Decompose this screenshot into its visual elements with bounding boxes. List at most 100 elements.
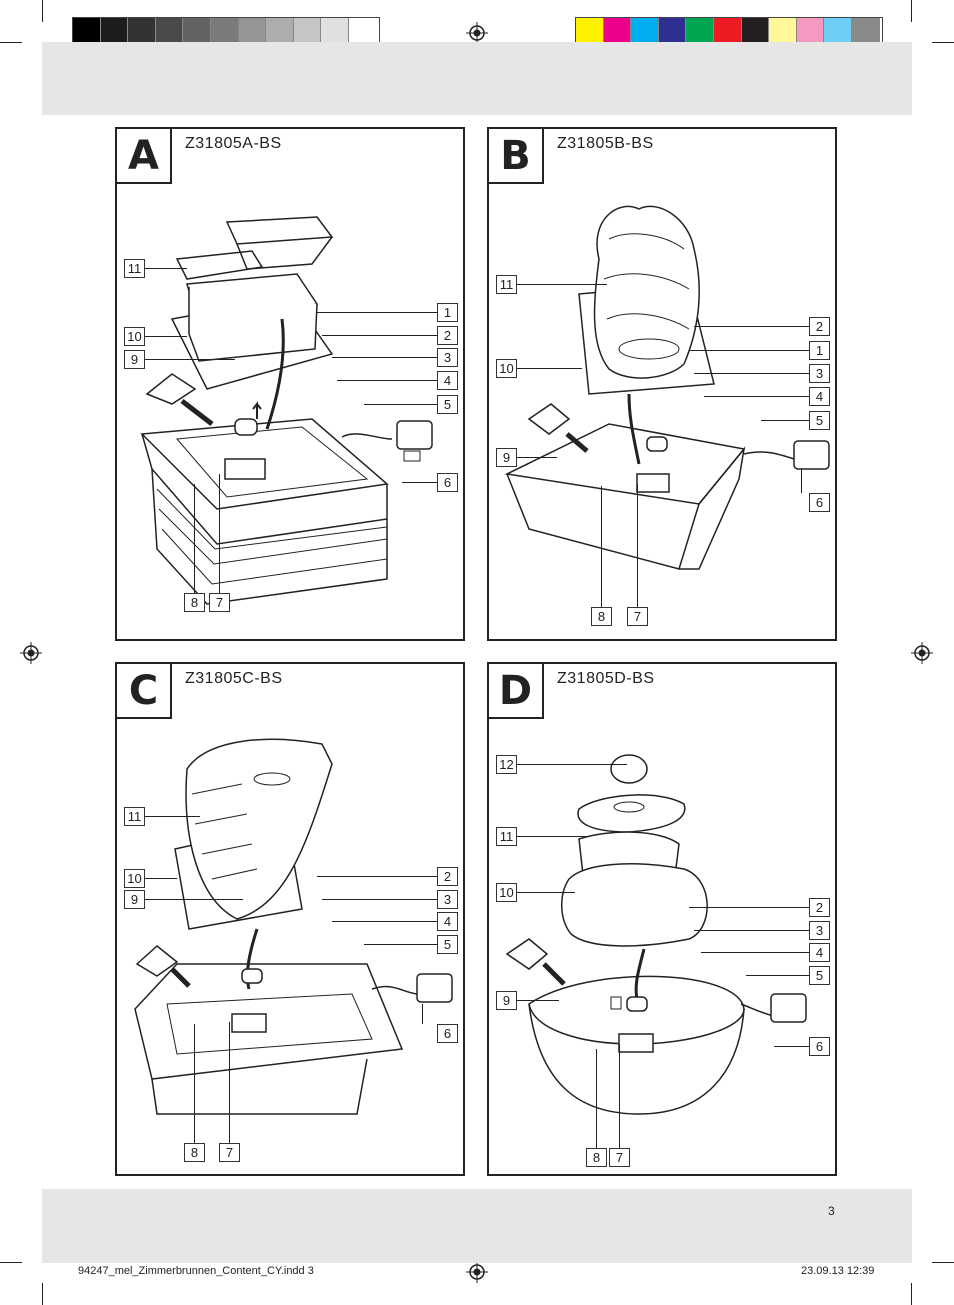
leader-line — [145, 878, 177, 879]
leader-line — [194, 1024, 195, 1143]
leader-line — [145, 816, 200, 817]
fountain-a-illustration — [140, 216, 433, 605]
color-swatch — [769, 18, 797, 46]
part-label: 4 — [809, 943, 830, 962]
leader-line — [322, 899, 437, 900]
leader-line — [517, 457, 557, 458]
color-swatch — [210, 18, 239, 46]
leader-line — [145, 899, 243, 900]
page-number: 3 — [828, 1204, 835, 1218]
part-label: 7 — [209, 593, 230, 612]
part-label: 7 — [627, 607, 648, 626]
leader-line — [596, 1049, 597, 1148]
model-number: Z31805B-BS — [557, 135, 654, 152]
leader-line — [694, 373, 809, 374]
panel-letter: C — [115, 662, 172, 719]
part-label: 3 — [809, 921, 830, 940]
crop-mark — [911, 0, 912, 22]
color-swatch — [238, 18, 267, 46]
leader-line — [517, 836, 589, 837]
part-label: 10 — [124, 327, 145, 346]
part-label: 2 — [809, 898, 830, 917]
part-label: 4 — [809, 387, 830, 406]
panel-a: A Z31805A-BS 11 10 9 1 — [115, 127, 465, 641]
part-label: 5 — [809, 411, 830, 430]
panel-c: C Z31805C-BS 11 10 9 2 3 4 5 6 8 7 — [115, 662, 465, 1176]
part-label: 2 — [437, 326, 458, 345]
leader-line — [337, 380, 437, 381]
crop-mark — [42, 1283, 43, 1305]
part-label: 5 — [809, 966, 830, 985]
leader-line — [801, 469, 802, 493]
part-label: 10 — [124, 869, 145, 888]
leader-line — [517, 1000, 559, 1001]
leader-line — [704, 396, 809, 397]
color-swatch — [796, 18, 825, 46]
part-label: 5 — [437, 935, 458, 954]
leader-line — [364, 944, 437, 945]
leader-line — [637, 484, 638, 607]
leader-line — [689, 907, 809, 908]
color-swatch — [183, 18, 211, 46]
color-swatch — [631, 18, 659, 46]
panel-letter: A — [115, 127, 172, 184]
part-label: 3 — [809, 364, 830, 383]
leader-line — [517, 368, 582, 369]
crop-mark — [0, 1262, 22, 1263]
leader-line — [317, 312, 437, 313]
color-swatch — [100, 18, 129, 46]
color-swatch — [128, 18, 156, 46]
color-swatch — [348, 18, 377, 46]
leader-line — [402, 482, 437, 483]
panel-letter: D — [487, 662, 544, 719]
part-label: 7 — [609, 1148, 630, 1167]
top-gray-band — [42, 42, 912, 115]
model-number: Z31805C-BS — [185, 670, 283, 687]
leader-line — [219, 474, 220, 593]
part-label: 1 — [437, 303, 458, 322]
leader-line — [332, 921, 437, 922]
leader-line — [694, 326, 809, 327]
leader-line — [601, 486, 602, 607]
part-label: 11 — [124, 259, 145, 278]
registration-mark-icon — [911, 642, 933, 664]
part-label: 9 — [496, 448, 517, 467]
color-swatch — [576, 18, 604, 46]
leader-line — [145, 359, 235, 360]
part-label: 10 — [496, 883, 517, 902]
part-label: 1 — [809, 341, 830, 360]
crop-mark — [932, 1262, 954, 1263]
part-label: 6 — [437, 1024, 458, 1043]
leader-line — [317, 876, 437, 877]
leader-line — [194, 484, 195, 593]
leader-line — [145, 268, 187, 269]
color-swatch — [741, 18, 770, 46]
leader-line — [746, 975, 809, 976]
part-label: 5 — [437, 395, 458, 414]
registration-mark-icon — [466, 1261, 488, 1283]
part-label: 3 — [437, 890, 458, 909]
fountain-d-illustration — [505, 754, 807, 1115]
color-swatch — [266, 18, 294, 46]
part-label: 2 — [437, 867, 458, 886]
color-swatch — [321, 18, 349, 46]
part-label: 10 — [496, 359, 517, 378]
part-label: 2 — [809, 317, 830, 336]
part-label: 11 — [496, 827, 517, 846]
leader-line — [517, 892, 575, 893]
part-label: 8 — [184, 593, 205, 612]
leader-line — [689, 350, 809, 351]
color-swatch — [713, 18, 742, 46]
leader-line — [517, 284, 607, 285]
part-label: 6 — [809, 1037, 830, 1056]
leader-line — [145, 336, 187, 337]
leader-line — [422, 1004, 423, 1024]
model-number: Z31805D-BS — [557, 670, 655, 687]
crop-mark — [911, 1283, 912, 1305]
color-swatch — [293, 18, 322, 46]
part-label: 3 — [437, 348, 458, 367]
crop-mark — [932, 42, 954, 43]
leader-line — [229, 1022, 230, 1143]
part-label: 4 — [437, 371, 458, 390]
part-label: 9 — [124, 890, 145, 909]
